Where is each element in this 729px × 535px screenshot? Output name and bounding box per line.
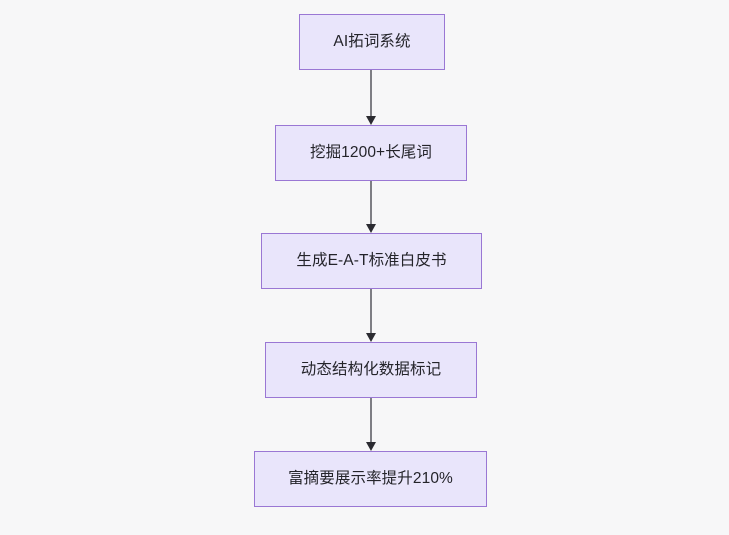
flow-node-label: 挖掘1200+长尾词 bbox=[309, 143, 433, 161]
flow-edge-1 bbox=[366, 70, 376, 125]
arrowhead-icon bbox=[366, 224, 376, 233]
flow-node-label: 富摘要展示率提升210% bbox=[288, 469, 453, 487]
flow-edge-3 bbox=[366, 289, 376, 342]
flow-node-1[interactable]: AI拓词系统 bbox=[299, 14, 445, 70]
arrowhead-icon bbox=[366, 116, 376, 125]
flow-edge-2 bbox=[366, 181, 376, 233]
arrowhead-icon bbox=[366, 333, 376, 342]
flow-node-label: 动态结构化数据标记 bbox=[300, 360, 442, 378]
flow-node-5[interactable]: 富摘要展示率提升210% bbox=[254, 451, 487, 507]
arrowhead-icon bbox=[366, 442, 376, 451]
flow-node-4[interactable]: 动态结构化数据标记 bbox=[265, 342, 477, 398]
flow-node-2[interactable]: 挖掘1200+长尾词 bbox=[275, 125, 467, 181]
flow-node-3[interactable]: 生成E-A-T标准白皮书 bbox=[261, 233, 482, 289]
flow-node-label: 生成E-A-T标准白皮书 bbox=[296, 251, 447, 269]
flow-node-label: AI拓词系统 bbox=[333, 32, 411, 50]
flow-edge-4 bbox=[366, 398, 376, 451]
